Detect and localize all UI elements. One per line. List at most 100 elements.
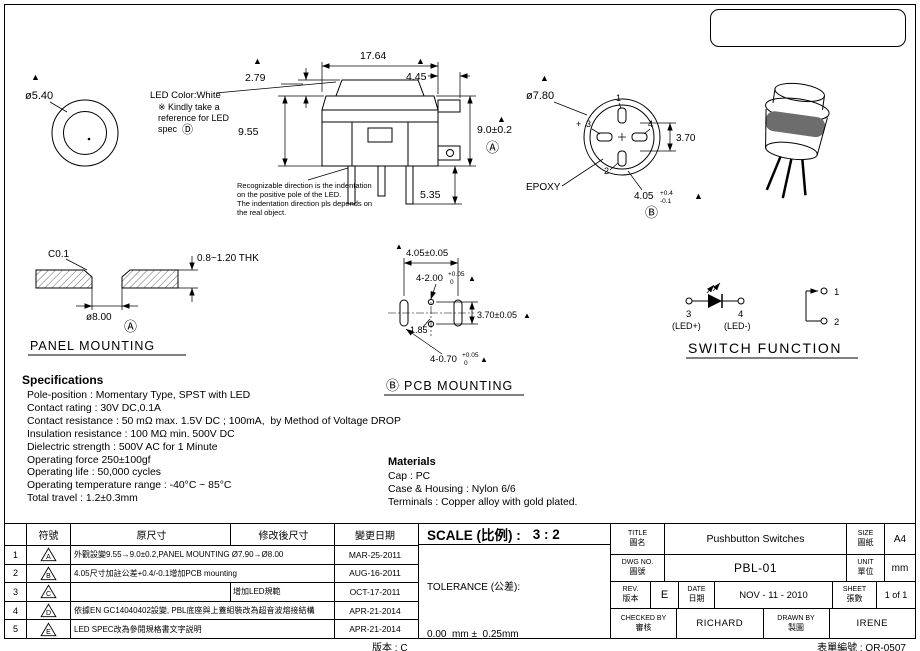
title-row: TITLE 圖名 Pushbutton Switches SIZE 圖紙 A4	[611, 524, 915, 555]
svg-text:D: D	[46, 610, 51, 617]
spec-line: Operating force 250±100gf	[27, 454, 151, 466]
row-description: 外觀設變9.55→9.0±0.2,PANEL MOUNTING Ø7.90→Ø8…	[71, 546, 335, 564]
specifications-block: Specifications Pole-position : Momentary…	[22, 373, 401, 506]
row-description: LED SPEC改為參閱規格書文字説明	[71, 620, 335, 638]
row-number: 3	[5, 583, 27, 601]
svg-text:B: B	[46, 573, 51, 580]
names-row: CHECKED BY 審核 RICHARD DRAWN BY 製圖 IRENE	[611, 609, 915, 638]
revision-triangle-icon: ▲	[31, 72, 40, 82]
svg-text:C: C	[46, 592, 51, 599]
tolerance-upper: +0.05	[462, 352, 479, 359]
isometric-view-drawing	[765, 82, 830, 199]
row-original	[71, 583, 231, 601]
indentation-note: Recognizable direction is the indentatio…	[237, 167, 372, 217]
row-symbol: A	[27, 546, 71, 564]
header-date: 變更日期	[355, 531, 395, 542]
spec-line: Operating temperature range : -40°C ~ 85…	[27, 480, 232, 492]
pcb-mounting-drawing: ▲ 4.05±0.05 4-2.00 +0.05 0 ▲ 1.85 3.70±0…	[384, 242, 531, 396]
led-positive-number: 3	[686, 309, 691, 320]
polarity-plus-mark: +	[576, 119, 581, 129]
table-row: 4 D 依據EN GC14040402設變, PBL底座與上蓋組裝改為超音波熔接…	[5, 601, 418, 621]
revision-triangle-icon: ▲	[480, 355, 488, 364]
dim-tab-width: 4.45	[406, 71, 427, 83]
drawn-by-value: IRENE	[856, 618, 889, 629]
dim-pin-pitch: 3.70	[676, 133, 696, 144]
rev-label: REV. 版本	[611, 582, 651, 608]
sheet-value: 1 of 1	[884, 590, 908, 600]
revision-symbol-triangle: D	[40, 603, 57, 618]
date-value: NOV - 11 - 2010	[715, 582, 833, 608]
dwg-row: DWG NO. 圖號 PBL-01 UNIT 單位 mm	[611, 555, 915, 582]
spec-line: Operating life : 50,000 cycles	[27, 467, 161, 479]
row-number: 1	[5, 546, 27, 564]
dim-pin-length: 5.35	[420, 189, 441, 201]
scale-label: SCALE (比例) :	[427, 528, 521, 543]
rev-date-row: REV. 版本 E DATE 日期 NOV - 11 - 2010 SHEET …	[611, 582, 915, 609]
checked-by-label: CHECKED BY 審核	[611, 609, 677, 638]
led-note-line: ※ Kindly take a	[158, 102, 220, 112]
drawing-title: Pushbutton Switches	[665, 524, 847, 554]
tolerance-cell: TOLERANCE (公差): 0.00 mm ± 0.25mm 0.0 mm …	[419, 545, 610, 651]
led-negative-number: 4	[738, 309, 743, 320]
dim-front-diameter: ø5.40	[25, 90, 53, 102]
row-description: 依據EN GC14040402設變, PBL底座與上蓋組裝改為超音波熔接結構	[71, 601, 335, 620]
revision-triangle-icon: ▲	[497, 114, 506, 124]
svg-text:A: A	[46, 554, 51, 561]
dim-panel-thickness: 0.8~1.20 THK	[197, 253, 259, 264]
row-number: 4	[5, 601, 27, 620]
sheet-label: SHEET 張數	[833, 582, 877, 608]
dim-pin-height: 4.05	[634, 191, 654, 202]
row-number: 2	[5, 564, 27, 583]
blank-note-box	[710, 9, 906, 47]
bottom-tables: 符號 原尺寸 修改後尺寸 變更日期 1 A 外觀設變9.55→9.0±0.2,P…	[4, 523, 916, 640]
led-positive-label: (LED+)	[672, 321, 701, 331]
header-symbol: 符號	[27, 524, 71, 545]
side-view-dimensions	[278, 62, 476, 205]
scale-value: 3 : 2	[532, 526, 560, 542]
callout-a: Ⓐ	[486, 140, 499, 155]
pin-3-label: 3	[586, 119, 591, 129]
spec-line: Contact rating : 30V DC,0.1A	[27, 402, 161, 414]
dim-total-width: 17.64	[360, 50, 386, 62]
revision-symbol-triangle: A	[40, 547, 57, 562]
dim-slots: 4-0.70	[430, 354, 457, 365]
dim-hole-pitch: 3.70±0.05	[477, 310, 517, 320]
revision-triangle-icon: ▲	[468, 274, 476, 283]
front-view-drawing: ▲ ø5.40	[25, 72, 119, 167]
indent-note-line: The indentation direction pls depends on	[237, 199, 372, 208]
spec-line: Contact resistance : 50 mΩ max. 1.5V DC …	[27, 415, 401, 427]
pin-1-label: 1	[616, 93, 621, 103]
dim-chamfer: C0.1	[48, 249, 70, 260]
tolerance-label: TOLERANCE (公差):	[427, 582, 521, 593]
revision-table: 符號 原尺寸 修改後尺寸 變更日期 1 A 外觀設變9.55→9.0±0.2,P…	[5, 524, 419, 638]
checked-by-value: RICHARD	[677, 609, 764, 638]
switch-terminal-2: 2	[834, 317, 839, 328]
dim-body-height: 9.55	[238, 126, 259, 138]
tolerance-lower: 0	[464, 360, 468, 367]
back-view-drawing: 1 3 4 2 + 3.70 ▲ ø7.80 EPOXY 4.05 +0.4 -…	[526, 73, 703, 220]
led-note: LED Color:White ※ Kindly take a referenc…	[150, 81, 337, 136]
tolerance-lower: -0.1	[660, 198, 672, 205]
indent-note-line: on the positive pole of the LED.	[237, 190, 341, 199]
title-block: TITLE 圖名 Pushbutton Switches SIZE 圖紙 A4 …	[611, 524, 915, 638]
spec-line: Insulation resistance : 100 MΩ min. 500V…	[27, 428, 235, 440]
tolerance-lower: 0	[450, 279, 454, 286]
material-line: Terminals : Copper alloy with gold plate…	[388, 497, 578, 508]
material-line: Cap : PC	[388, 471, 431, 482]
scale-tolerance-block: SCALE (比例) : 3 : 2 TOLERANCE (公差): 0.00 …	[419, 524, 611, 640]
tolerance-upper: +0.4	[660, 190, 673, 197]
revision-triangle-icon: ▲	[540, 73, 549, 83]
scale-cell: SCALE (比例) : 3 : 2	[419, 524, 610, 545]
dwg-no-label: DWG NO. 圖號	[611, 555, 665, 581]
switch-terminal-1: 1	[834, 287, 839, 298]
tolerance-line: 0.00 mm ± 0.25mm	[427, 628, 519, 640]
pin-4-label: 4	[648, 119, 653, 129]
row-symbol: E	[27, 620, 71, 638]
footer-form-number: 表單編號 : QR-0507	[817, 643, 906, 651]
spec-line: Pole-position : Momentary Type, SPST wit…	[27, 390, 251, 401]
drawing-area: ▲ ø5.40	[25, 50, 858, 396]
panel-mounting-drawing: C0.1 0.8~1.20 THK ø8.00 Ⓐ PANEL MOUNTING	[28, 249, 259, 356]
spec-line: Dielectric strength : 500V AC for 1 Minu…	[27, 441, 218, 453]
revision-triangle-icon: ▲	[694, 191, 703, 201]
